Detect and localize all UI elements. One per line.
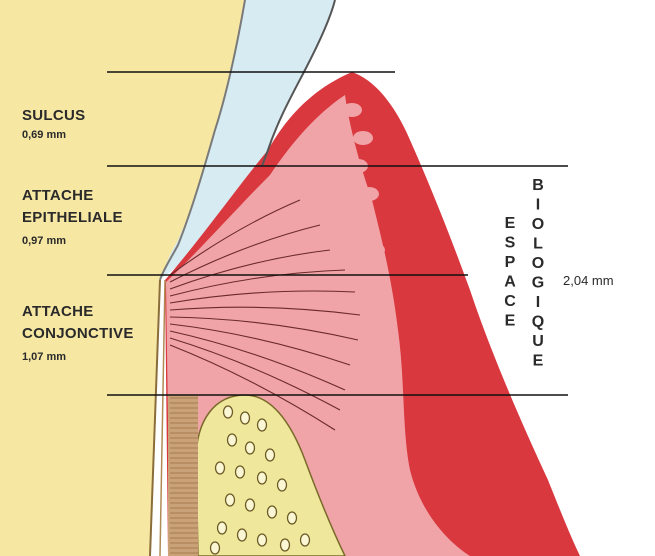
bone-trabecula <box>224 406 233 418</box>
epithelial-title-1: ATTACHE <box>22 187 94 204</box>
epithelial-value: 0,97 mm <box>22 235 66 247</box>
rete-peg <box>366 327 386 341</box>
root-edge-inner <box>160 280 165 556</box>
biologique-letter: B <box>532 177 544 194</box>
bone-trabecula <box>258 534 267 546</box>
rete-peg <box>389 467 409 481</box>
biologique-letter: I <box>536 197 540 214</box>
bone-trabecula <box>238 529 247 541</box>
bone-trabecula <box>258 472 267 484</box>
conjunctive-title-2: CONJONCTIVE <box>22 325 134 342</box>
rete-peg <box>342 103 362 117</box>
bone-trabecula <box>268 506 277 518</box>
espace-letter: A <box>504 274 516 291</box>
bone-trabecula <box>301 534 310 546</box>
rete-peg <box>371 299 391 313</box>
bone-trabecula <box>241 412 250 424</box>
epithelial-title-2: EPITHELIALE <box>22 209 123 226</box>
biologique-letter: E <box>533 353 544 370</box>
rete-peg <box>378 439 398 453</box>
total-measure: 2,04 mm <box>563 273 614 288</box>
biologique-letter: L <box>533 236 543 253</box>
rete-peg <box>354 215 374 229</box>
bone-trabecula <box>288 512 297 524</box>
bone-trabecula <box>236 466 245 478</box>
sulcus-value: 0,69 mm <box>22 129 66 141</box>
cementum-strip <box>168 395 198 556</box>
bone-trabecula <box>216 462 225 474</box>
bone-trabecula <box>228 434 237 446</box>
biologique-letter: O <box>532 255 544 272</box>
espace-letter: E <box>505 313 516 330</box>
bone-trabecula <box>258 419 267 431</box>
biologique-letter: Q <box>532 314 544 331</box>
bone-trabecula <box>211 542 220 554</box>
conjunctive-value: 1,07 mm <box>22 351 66 363</box>
espace-letter: E <box>505 215 516 232</box>
espace-letter: S <box>505 235 516 252</box>
conjunctive-title-1: ATTACHE <box>22 303 94 320</box>
rete-peg <box>360 271 380 285</box>
bone-trabecula <box>281 539 290 551</box>
bone-trabecula <box>246 499 255 511</box>
rete-peg <box>365 243 385 257</box>
bone-trabecula <box>226 494 235 506</box>
biologique-letter: I <box>536 294 540 311</box>
rete-peg <box>353 131 373 145</box>
espace-letter: P <box>505 254 516 271</box>
bone-trabecula <box>218 522 227 534</box>
sulcus-title: SULCUS <box>22 107 85 124</box>
rete-peg <box>359 187 379 201</box>
biologique-letter: U <box>532 333 544 350</box>
rete-peg <box>383 411 403 425</box>
espace-letter: C <box>504 293 516 310</box>
bone-trabecula <box>266 449 275 461</box>
bone-trabecula <box>246 442 255 454</box>
biologique-letter: O <box>532 216 544 233</box>
rete-peg <box>377 355 397 369</box>
bone-trabecula <box>278 479 287 491</box>
biologique-letter: G <box>532 275 544 292</box>
